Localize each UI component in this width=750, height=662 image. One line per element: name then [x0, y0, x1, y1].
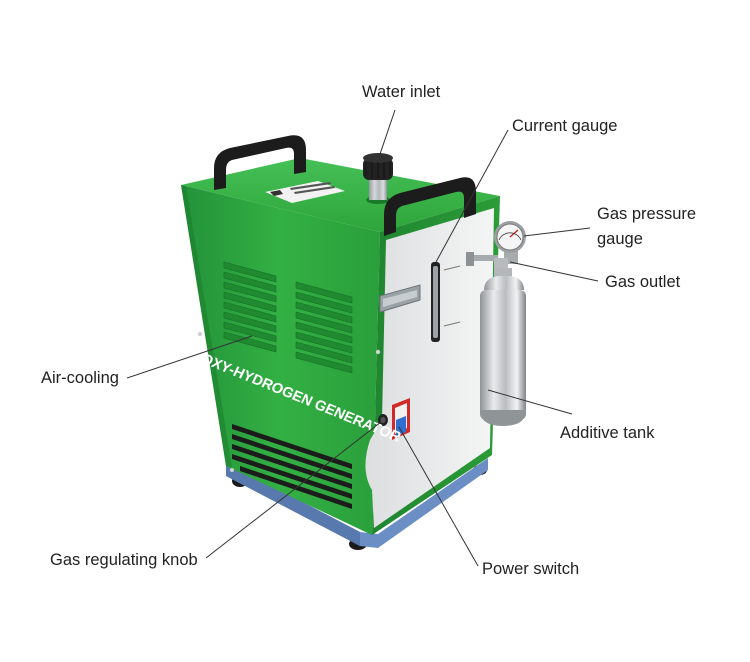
- label-gas-regulating-knob: Gas regulating knob: [50, 551, 198, 569]
- leader-power-switch: [398, 426, 479, 567]
- leader-gas-regulating-knob: [205, 421, 382, 559]
- left-handle: [214, 135, 306, 190]
- label-air-cooling: Air-cooling: [41, 369, 119, 387]
- leader-gas-pressure-gauge: [523, 227, 591, 237]
- top-warning-label: [265, 181, 345, 203]
- leader-current-gauge: [435, 129, 509, 263]
- label-gas-outlet: Gas outlet: [605, 273, 681, 291]
- air-cooling-vent-right: [295, 281, 353, 374]
- label-power-switch: Power switch: [482, 560, 580, 578]
- label-current-gauge: Current gauge: [512, 117, 618, 135]
- gas-pressure-gauge: [494, 221, 526, 264]
- label-water-inlet: Water inlet: [362, 83, 441, 101]
- leader-gas-outlet: [509, 261, 599, 282]
- label-additive-tank: Additive tank: [560, 424, 655, 442]
- power-switch: [392, 398, 410, 440]
- current-gauge: [431, 262, 461, 342]
- water-inlet-cap: [363, 153, 393, 204]
- leader-air-cooling: [126, 335, 253, 379]
- side-panel: [365, 208, 494, 528]
- air-cooling-vent-left: [223, 261, 277, 353]
- display-window: [379, 284, 421, 313]
- front-edge-shade: [181, 185, 232, 467]
- machine-base: [226, 458, 488, 548]
- machine-front-face: [181, 185, 380, 535]
- panel-screws: [197, 331, 381, 472]
- leader-additive-tank: [487, 389, 573, 415]
- label-gas-pressure-gauge-line1: Gas pressure: [597, 205, 697, 223]
- leader-water-inlet: [377, 109, 396, 161]
- right-handle: [384, 177, 476, 236]
- additive-tank: [480, 268, 526, 426]
- machine-top-face: [181, 158, 500, 232]
- label-gas-pressure-gauge-line2: gauge: [597, 230, 643, 248]
